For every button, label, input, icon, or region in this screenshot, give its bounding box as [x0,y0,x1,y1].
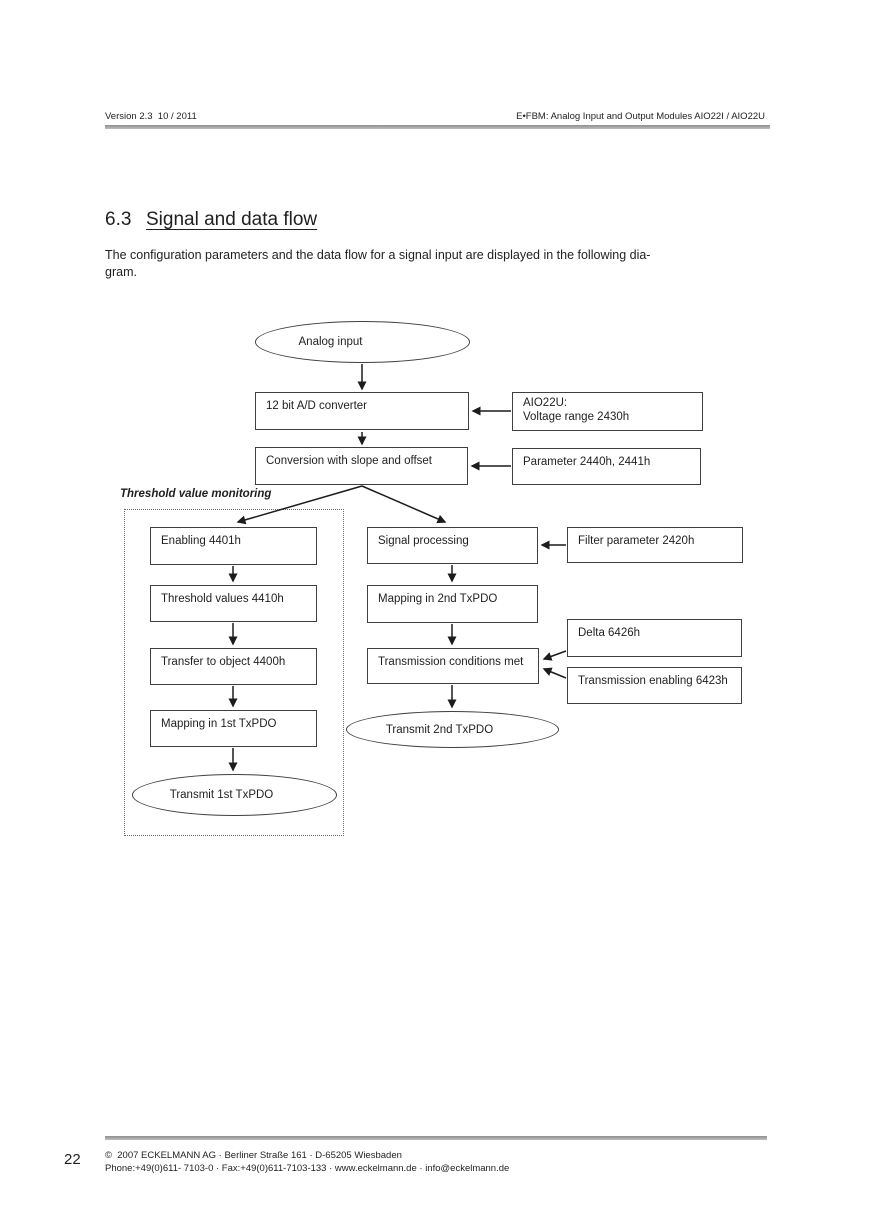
footer-contact: Phone:+49(0)611- 7103-0 · Fax:+49(0)611-… [105,1163,510,1174]
threshold-group-label: Threshold value monitoring [120,488,272,500]
section-heading: 6.3 Signal and data flow [105,209,317,231]
node-transmission-conditions: Transmission conditions met [367,648,539,684]
node-transmit-1st-txpdo: Transmit 1st TxPDO [132,774,337,816]
node-enabling: Enabling 4401h [150,527,317,565]
footer-rule [105,1136,767,1140]
threshold-group-border [124,509,344,836]
intro-line-1: The configuration parameters and the dat… [105,248,651,262]
header-version: Version 2.3 10 / 2011 [105,111,197,122]
header-rule [105,125,770,129]
node-analog-input: Analog input [255,321,470,363]
section-title: Signal and data flow [146,209,318,230]
page-number: 22 [64,1151,81,1168]
node-transmit-2nd-txpdo: Transmit 2nd TxPDO [346,711,559,748]
node-signal-processing: Signal processing [367,527,538,564]
section-number: 6.3 [105,209,132,230]
intro-paragraph: The configuration parameters and the dat… [105,247,650,281]
node-delta: Delta 6426h [567,619,742,657]
node-threshold-values: Threshold values 4410h [150,585,317,622]
node-mapping-1st-txpdo: Mapping in 1st TxPDO [150,710,317,747]
footer-text: © 2007 ECKELMANN AG · Berliner Straße 16… [105,1149,509,1175]
node-transmission-enabling: Transmission enabling 6423h [567,667,742,704]
arrow-conversion-to-signal-processing [361,485,447,524]
node-mapping-2nd-txpdo: Mapping in 2nd TxPDO [367,585,538,623]
node-transfer-object: Transfer to object 4400h [150,648,317,685]
intro-line-2: gram. [105,265,137,279]
header-product-title: E•FBM: Analog Input and Output Modules A… [516,111,765,122]
node-aio22u-voltage-range: AIO22U: Voltage range 2430h [512,392,703,431]
arrow-enabling-6423-to-conditions [542,667,567,679]
node-parameter: Parameter 2440h, 2441h [512,448,701,485]
arrow-delta-to-conditions [542,650,567,661]
node-ad-converter: 12 bit A/D converter [255,392,469,430]
node-conversion: Conversion with slope and offset [255,447,468,485]
footer-address: © 2007 ECKELMANN AG · Berliner Straße 16… [105,1150,402,1161]
node-filter-parameter: Filter parameter 2420h [567,527,743,563]
